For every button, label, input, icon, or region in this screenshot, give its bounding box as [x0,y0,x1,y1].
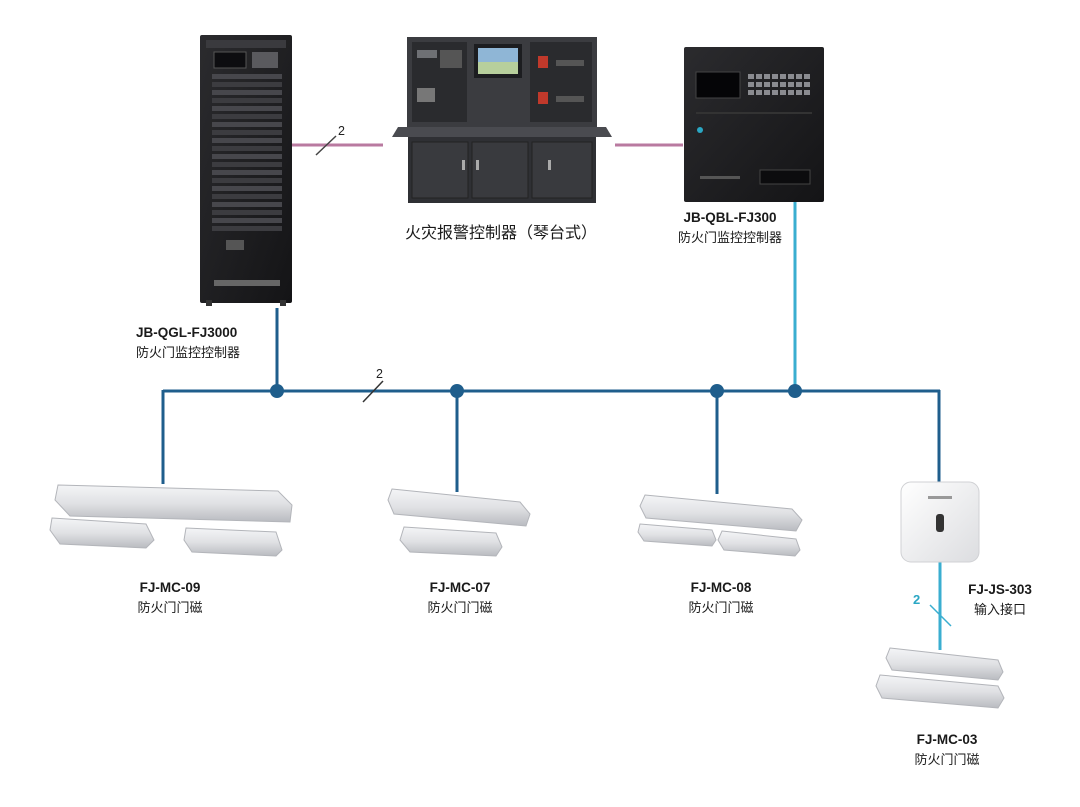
closer-08-name: 防火门门磁 [688,600,754,615]
closer-09-name: 防火门门磁 [137,600,203,615]
door-magnet-icon [49,484,1005,709]
rack-model: JB-QGL-FJ3000 [136,325,238,340]
input-interface-icon [900,481,980,563]
wall-panel-icon [684,47,824,202]
closer-09-model: FJ-MC-09 [139,580,201,595]
rack-name: 防火门监控控制器 [136,345,241,360]
closer-03-model: FJ-MC-03 [916,732,978,747]
interface-model: FJ-JS-303 [968,582,1032,597]
wiring [161,135,952,650]
interface-label: FJ-JS-303 输入接口 [950,580,1050,620]
slash-branch [929,604,952,627]
wall-panel-label: JB-QBL-FJ300 防火门监控控制器 [660,208,800,248]
cabinet-rack-icon [200,35,292,306]
console-caption: 火灾报警控制器（琴台式） [405,225,598,242]
wall-panel-model: JB-QBL-FJ300 [683,210,777,225]
bus-node [788,384,802,398]
console-desk-icon [392,37,612,203]
slash-bus [362,380,384,403]
bus-node [270,384,284,398]
link-count-rack-console: 2 [338,124,345,138]
closer-07-name: 防火门门磁 [427,600,493,615]
rack-label: JB-QGL-FJ3000 防火门监控控制器 [136,323,276,363]
closer-07-label: FJ-MC-07 防火门门磁 [390,578,530,618]
slash-rack-console [315,135,337,156]
bus-node [710,384,724,398]
closer-08-model: FJ-MC-08 [690,580,752,595]
closer-03-name: 防火门门磁 [914,752,980,767]
closer-09-label: FJ-MC-09 防火门门磁 [100,578,240,618]
closer-03-label: FJ-MC-03 防火门门磁 [877,730,1017,770]
interface-name: 输入接口 [973,602,1026,617]
bus-node [450,384,464,398]
wall-panel-name: 防火门监控控制器 [677,230,782,245]
link-count-bus: 2 [376,367,383,381]
closer-08-label: FJ-MC-08 防火门门磁 [651,578,791,618]
closer-07-model: FJ-MC-07 [429,580,491,595]
link-count-branch: 2 [913,592,921,607]
